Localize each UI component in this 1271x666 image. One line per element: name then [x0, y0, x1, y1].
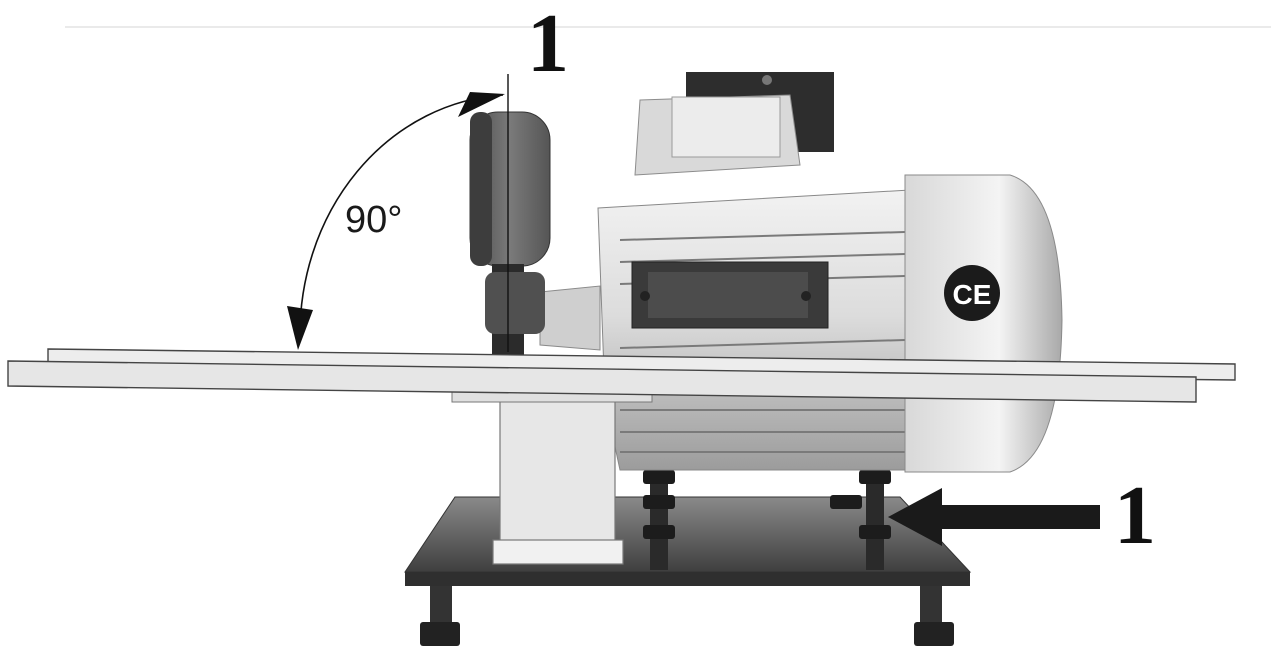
base-plate — [404, 496, 972, 646]
angle-label: 90° — [345, 199, 402, 241]
ce-mark-badge: CE — [944, 265, 1000, 321]
mounting-bolts — [643, 455, 891, 570]
grinding-wheel — [469, 111, 551, 356]
angle-arrowhead-top — [458, 92, 505, 117]
ce-mark-label: CE — [953, 279, 992, 310]
foot-right — [920, 586, 942, 622]
marker-label-right: 1 — [1114, 469, 1156, 562]
tool-rest-table — [7, 348, 1236, 403]
electric-motor: CE — [539, 72, 1063, 473]
foot-left — [430, 586, 452, 622]
marker-label-top: 1 — [527, 0, 569, 90]
arrow-shaft — [935, 505, 1100, 529]
fan-cover — [904, 174, 1063, 473]
callout-arrow-right — [888, 488, 1100, 546]
angle-arrowhead-bottom — [287, 306, 313, 350]
tool-rest-support — [451, 391, 653, 565]
angle-arc — [299, 94, 504, 341]
arrow-head — [888, 488, 942, 546]
angle-indicator: 90° — [287, 92, 505, 350]
